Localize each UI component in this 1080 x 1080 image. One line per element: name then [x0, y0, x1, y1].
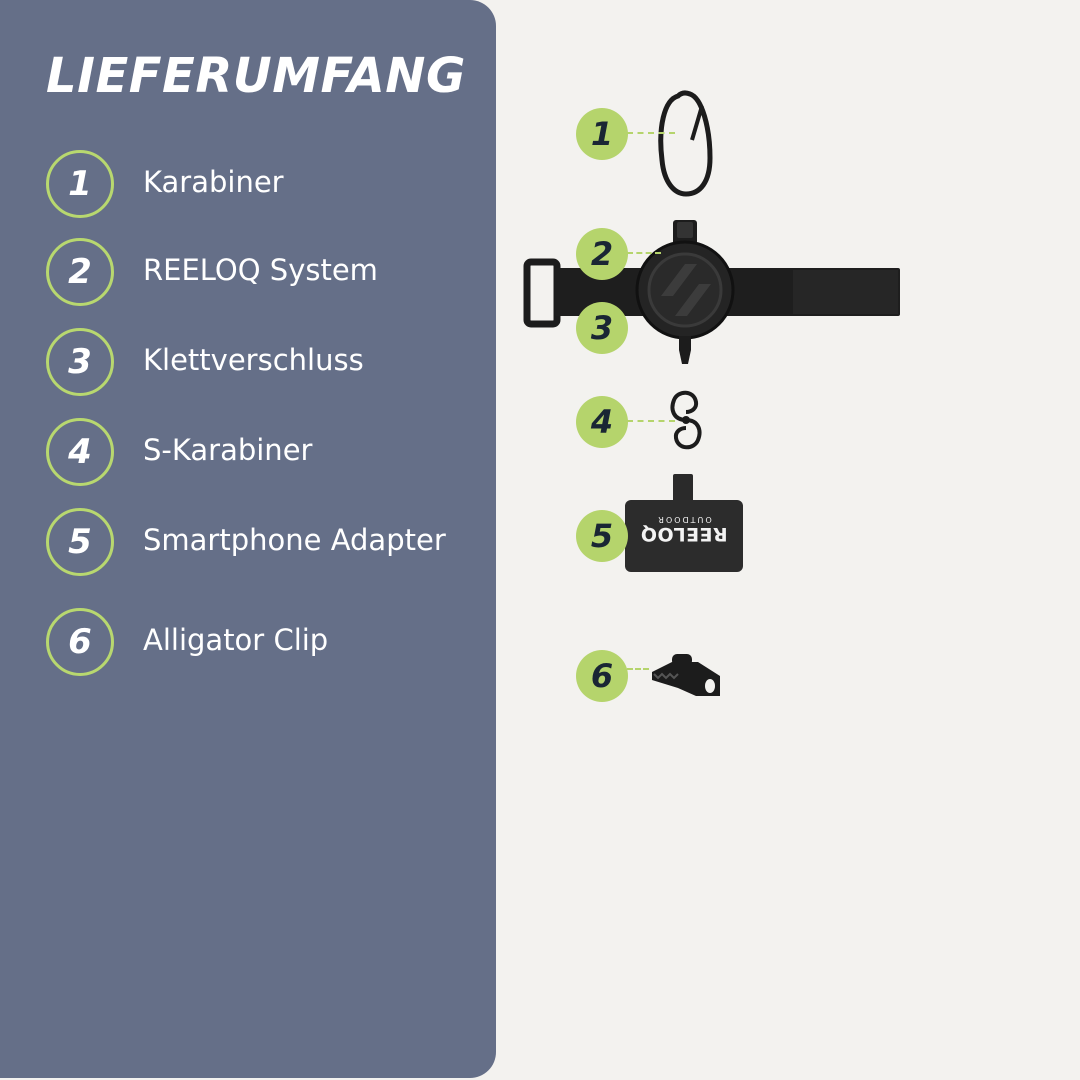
info-panel: LIEFERUMFANG 1 Karabiner 2 REELOQ System…: [0, 0, 496, 1078]
number-badge: 6: [46, 608, 114, 676]
leader-line: [627, 420, 675, 422]
marker-3: 3: [576, 302, 628, 354]
list-item-smartphone-adapter: 5 Smartphone Adapter: [46, 508, 486, 578]
number-badge: 5: [46, 508, 114, 576]
marker-5: 5: [576, 510, 628, 562]
item-label: S-Karabiner: [143, 433, 313, 467]
smartphone-adapter-icon: [625, 474, 743, 572]
item-label: Smartphone Adapter: [143, 523, 446, 557]
list-item-s-karabiner: 4 S-Karabiner: [46, 418, 486, 488]
leader-line: [627, 668, 649, 670]
item-label: Klettverschluss: [143, 343, 364, 377]
leader-line: [627, 132, 675, 134]
list-item-alligator-clip: 6 Alligator Clip: [46, 608, 486, 678]
number-badge: 4: [46, 418, 114, 486]
reeloq-logo: REELOQ OUTDOOR: [634, 514, 734, 545]
s-carabiner-icon: [670, 390, 702, 450]
marker-1: 1: [576, 108, 628, 160]
item-label: REELOQ System: [143, 253, 378, 287]
carabiner-icon: [658, 90, 713, 197]
list-item-karabiner: 1 Karabiner: [46, 150, 486, 220]
item-label: Alligator Clip: [143, 623, 329, 657]
reeloq-system-icon: [523, 220, 900, 364]
marker-6: 6: [576, 650, 628, 702]
number-badge: 3: [46, 328, 114, 396]
page-title: LIEFERUMFANG: [46, 48, 466, 104]
marker-2: 2: [576, 228, 628, 280]
alligator-clip-icon: [652, 654, 720, 696]
list-item-klettverschluss: 3 Klettverschluss: [46, 328, 486, 398]
marker-4: 4: [576, 396, 628, 448]
leader-line: [627, 252, 661, 254]
list-item-reeloq-system: 2 REELOQ System: [46, 238, 486, 308]
number-badge: 2: [46, 238, 114, 306]
number-badge: 1: [46, 150, 114, 218]
logo-brand: REELOQ: [640, 523, 728, 545]
item-label: Karabiner: [143, 165, 284, 199]
